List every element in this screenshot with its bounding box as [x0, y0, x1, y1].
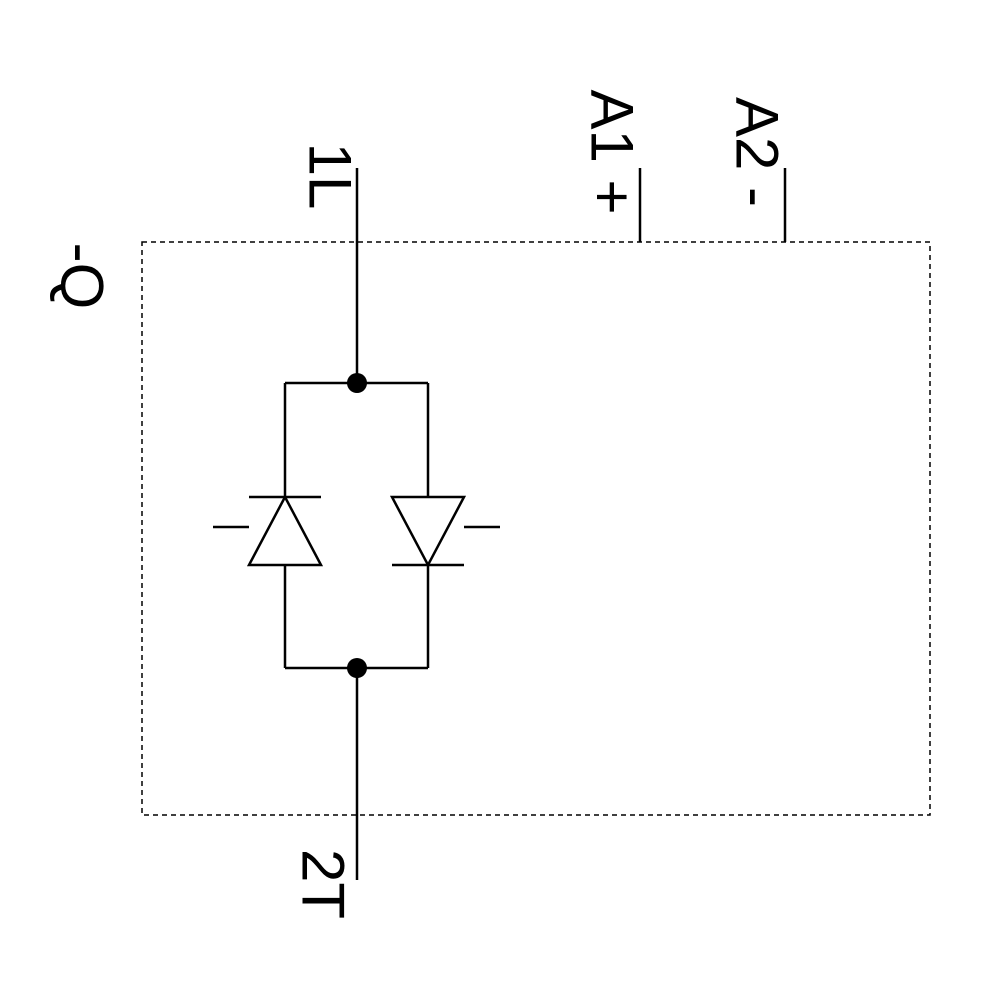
device-reference-label: -Q — [49, 243, 116, 310]
terminal-label-2T: 2T — [290, 849, 357, 919]
terminal-label-1L: 1L — [297, 143, 364, 210]
terminal-label-A2-minus: A2 - — [724, 97, 791, 207]
right-thyristor-triangle-icon — [389, 495, 467, 568]
antiparallel-thyristor-block — [213, 373, 500, 678]
device-boundary-dashed-box — [141, 241, 931, 816]
junction-dot-bottom — [347, 658, 367, 678]
terminal-label-A1-plus: A1 + — [579, 89, 646, 214]
left-thyristor-triangle-icon — [246, 494, 324, 567]
junction-dot-top — [347, 373, 367, 393]
